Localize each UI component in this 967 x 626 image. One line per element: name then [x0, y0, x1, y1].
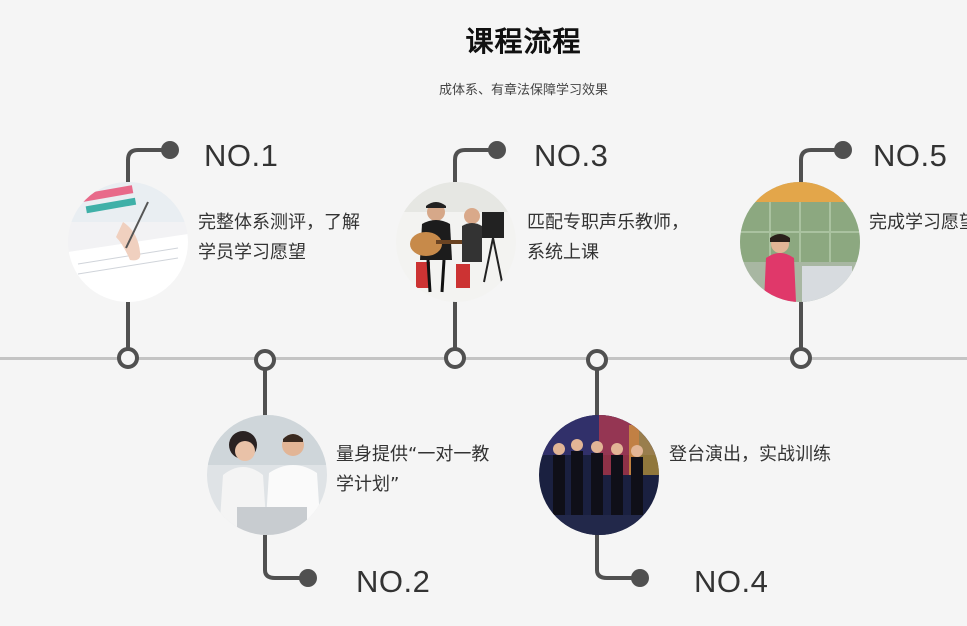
step-number-1: NO.1: [204, 138, 279, 173]
singer-photo: [740, 182, 860, 302]
writing-hand-photo: [68, 182, 188, 302]
step-description-1: 完整体系测评，了解学员学习愿望: [198, 212, 360, 263]
timeline-node-1: [117, 347, 139, 369]
connector-dot-1: [161, 141, 179, 159]
consultation-photo: [207, 415, 327, 535]
timeline-axis: [0, 357, 967, 360]
timeline-node-4: [586, 349, 608, 371]
step-number-4: NO.4: [694, 564, 769, 599]
step-number-5: NO.5: [873, 138, 948, 173]
timeline-node-2: [254, 349, 276, 371]
connector-4: [595, 364, 640, 580]
step-number-3: NO.3: [534, 138, 609, 173]
connector-dot-3: [488, 141, 506, 159]
connector-dot-5: [834, 141, 852, 159]
step-number-2: NO.2: [356, 564, 431, 599]
guitar-lesson-photo: [396, 182, 516, 302]
connector-2: [263, 364, 308, 580]
connector-dot-2: [299, 569, 317, 587]
page-subtitle: 成体系、有章法保障学习效果: [438, 83, 608, 98]
step-description-2: 量身提供“一对一教学计划”: [336, 444, 490, 495]
page-title: 课程流程: [465, 25, 582, 58]
timeline-node-3: [444, 347, 466, 369]
timeline-node-5: [790, 347, 812, 369]
stage-performance-photo: [539, 415, 659, 535]
step-description-4: 登台演出，实战训练: [669, 444, 831, 465]
step-description-5: 完成学习愿望: [869, 212, 967, 233]
step-description-3: 匹配专职声乐教师，系统上课: [527, 212, 689, 263]
connector-dot-4: [631, 569, 649, 587]
